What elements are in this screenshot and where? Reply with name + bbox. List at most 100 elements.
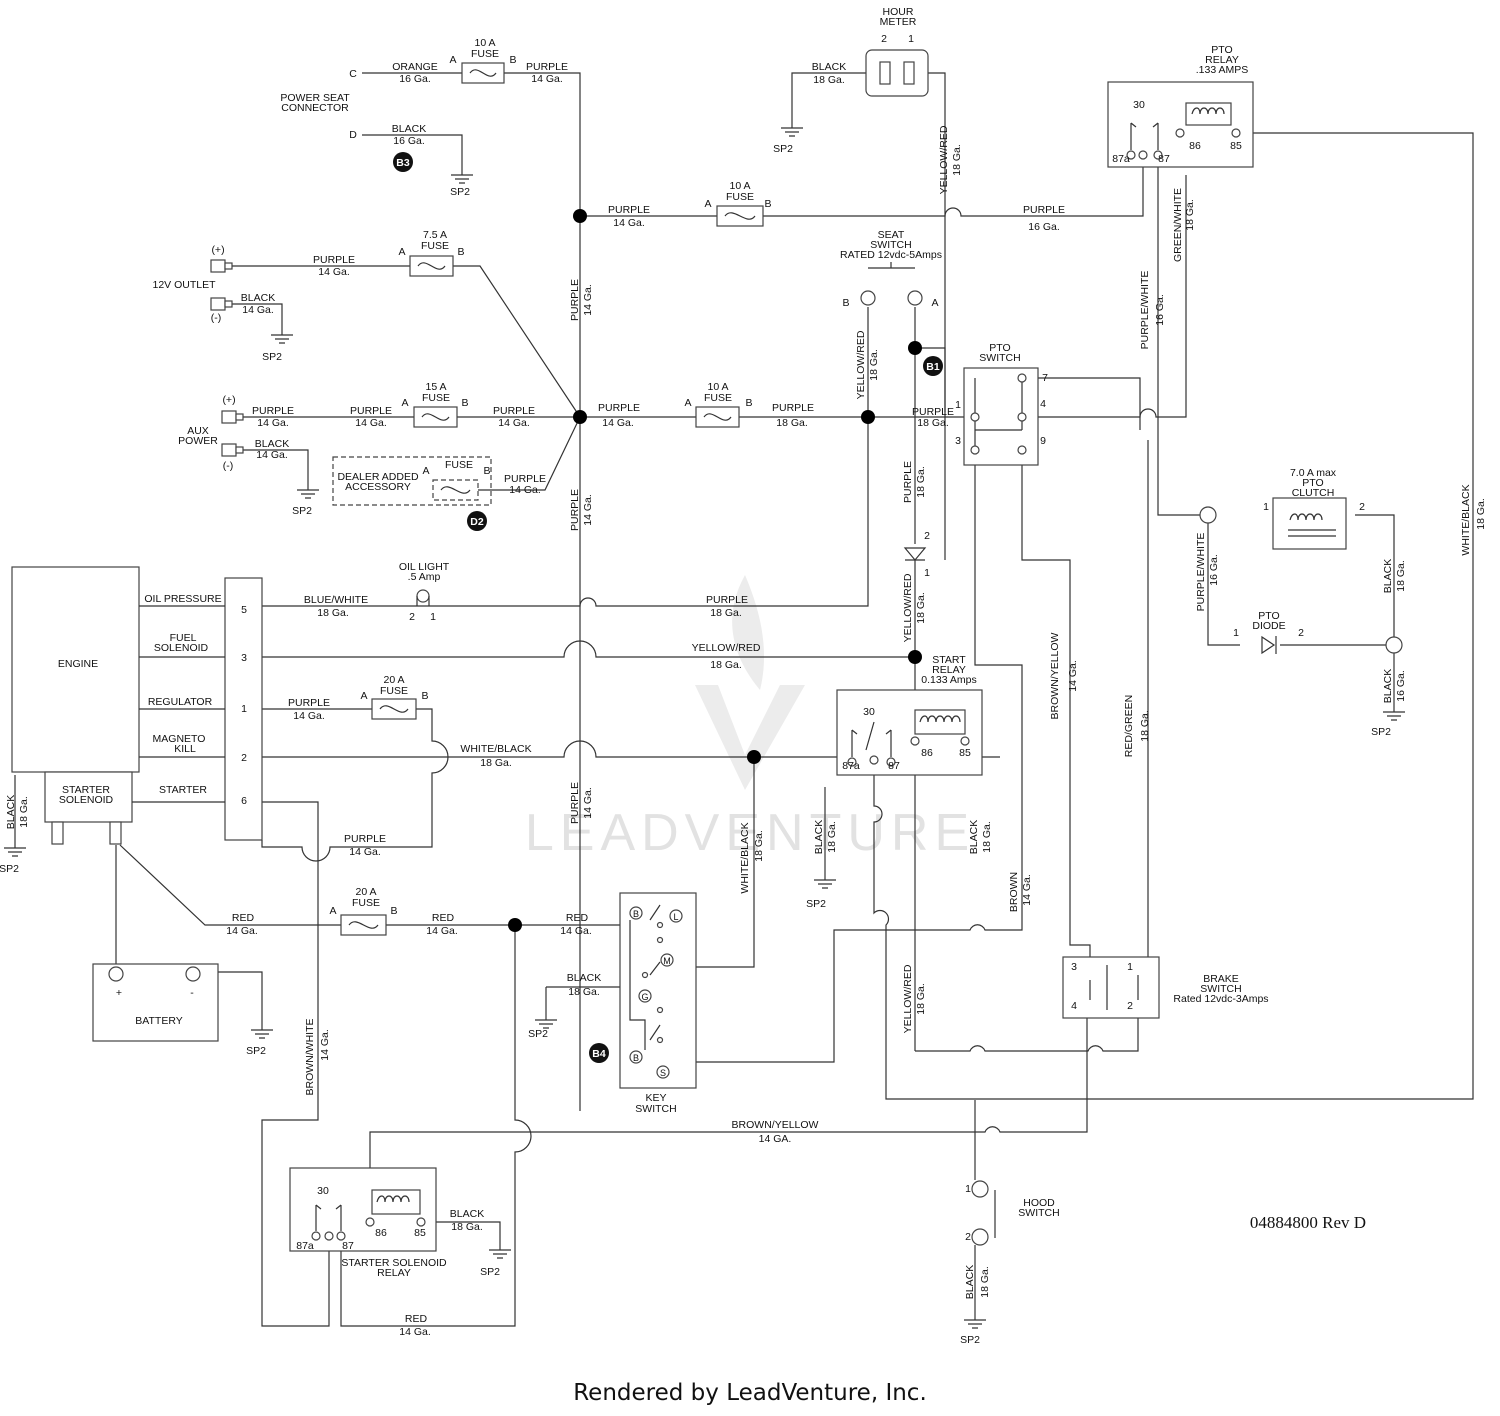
fuse-label: FUSE [726, 191, 754, 203]
wire-label: RED [232, 912, 255, 924]
starter-solenoid-label: STARTER [62, 784, 110, 796]
pin-number: 87 [1158, 153, 1170, 165]
pin-number: 2 [924, 530, 930, 542]
inline-diode [903, 547, 927, 561]
dealer-accessory-box [332, 456, 492, 506]
pin-number: 3 [241, 652, 247, 664]
wire-label: WHITE/BLACK [1460, 484, 1472, 555]
fuse-rating: 10 A [474, 37, 495, 49]
brake-switch [1062, 956, 1160, 1019]
ground-label: SP2 [480, 1266, 500, 1278]
wire-label: BLACK [241, 292, 275, 304]
hood-switch [971, 1180, 996, 1246]
pin-number: 4 [1040, 398, 1046, 410]
hour-meter [865, 49, 929, 97]
wire-gauge: 18 Ga. [317, 607, 349, 619]
ground-label: SP2 [450, 186, 470, 198]
wire-gauge: 14 Ga. [426, 925, 458, 937]
wire-label: YELLOW/RED [855, 330, 867, 399]
pto-switch-label-2: SWITCH [979, 352, 1020, 364]
badges: B3 B1 D2 B4 [393, 152, 943, 1063]
fuse-pin: A [684, 397, 691, 409]
wire-gauge: 14 Ga. [318, 266, 350, 278]
engine-fuel: FUEL [170, 632, 197, 644]
pin-number: 87 [342, 1240, 354, 1252]
brake-switch-label-2: SWITCH [1200, 983, 1241, 995]
wire-gauge: 18 Ga. [915, 466, 927, 498]
engine-connector [132, 577, 263, 841]
wire-label: BLACK [5, 795, 17, 829]
wire-label: PURPLE [344, 833, 386, 845]
wire-label: PURPLE [504, 473, 546, 485]
wire-label: GREEN/WHITE [1172, 188, 1184, 262]
wire-gauge: 16 Ga. [1208, 554, 1220, 586]
start-relay-label: START [932, 654, 966, 666]
wire-label: BLUE/WHITE [304, 594, 368, 606]
wire-gauge: 14 Ga. [399, 1326, 431, 1338]
wire-gauge: 16 Ga. [1154, 294, 1166, 326]
wire-gauge: 14 Ga. [509, 484, 541, 496]
wire-gauge: 18 Ga. [826, 821, 838, 853]
fuse-rating: 20 A [383, 674, 404, 686]
battery-positive: + [116, 987, 122, 999]
wire-gauge: 18 Ga. [1475, 498, 1487, 530]
wire-label: BLACK [813, 820, 825, 854]
engine-magneto-2: KILL [174, 743, 196, 755]
wire-label: BLACK [255, 438, 289, 450]
wire-gauge: 16 Ga. [399, 73, 431, 85]
wire-gauge: 18 Ga. [776, 417, 808, 429]
start-relay-rating: 0.133 Amps [921, 674, 976, 686]
ground-label: SP2 [262, 351, 282, 363]
pin-letter: B [842, 297, 849, 309]
oil-light-label: OIL LIGHT [399, 561, 450, 573]
wire-gauge: 18 Ga. [915, 983, 927, 1015]
wire-gauge: 14 Ga. [256, 449, 288, 461]
pin-number: 30 [317, 1185, 329, 1197]
fuse-7-5a [409, 255, 454, 277]
wire-gauge: 14 Ga. [582, 494, 594, 526]
pin-number: 7 [1042, 372, 1048, 384]
key-pin: G [641, 992, 648, 1002]
hour-meter-label-2: METER [880, 16, 917, 28]
wire-label: BLACK [1382, 559, 1394, 593]
pto-relay-label: PTO [1211, 44, 1232, 56]
outlet-label: 12V OUTLET [152, 279, 216, 291]
wire-label: BLACK [968, 820, 980, 854]
fuse-pin: A [401, 397, 408, 409]
wire-gauge: 18 Ga. [917, 417, 949, 429]
brake-switch-label: BRAKE [1203, 973, 1239, 985]
battery-label: BATTERY [135, 1015, 182, 1027]
pin-number: 1 [430, 611, 436, 623]
fuse-10a-seat [695, 406, 740, 428]
fuse-pin: B [483, 465, 490, 477]
power-seat-label: POWER SEAT [280, 92, 350, 104]
wire-gauge: 16 Ga. [1395, 670, 1407, 702]
pin-number: 87 [888, 760, 900, 772]
ground-label: SP2 [292, 505, 312, 517]
battery-negative: - [190, 987, 194, 999]
wire-label: WHITE/BLACK [739, 822, 751, 893]
pin-letter: A [931, 297, 938, 309]
pin-number: 4 [1071, 1000, 1077, 1012]
polarity: (-) [223, 460, 234, 472]
fuse-pin: A [449, 54, 456, 66]
wire-gauge: 18 Ga. [480, 757, 512, 769]
key-switch-label-2: SWITCH [635, 1103, 676, 1115]
fuse-pin: B [745, 397, 752, 409]
pin-number: 87a [842, 760, 860, 772]
ground-label: SP2 [0, 863, 19, 875]
pin-number: 85 [414, 1227, 426, 1239]
pin-number: 87a [296, 1240, 314, 1252]
pto-diode [1261, 635, 1403, 655]
oil-light [416, 589, 430, 606]
pto-relay [1107, 81, 1254, 168]
pin-number: 30 [1133, 99, 1145, 111]
part-number: 04884800 Rev D [1250, 1213, 1366, 1232]
wire-label: RED/GREEN [1123, 695, 1135, 757]
pin-number: 9 [1040, 435, 1046, 447]
wire-label: BLACK [450, 1208, 484, 1220]
clutch-label: PTO [1302, 477, 1323, 489]
wire-label: YELLOW/RED [692, 642, 761, 654]
pin-number: 2 [241, 752, 247, 764]
badge-d2: D2 [470, 516, 484, 528]
